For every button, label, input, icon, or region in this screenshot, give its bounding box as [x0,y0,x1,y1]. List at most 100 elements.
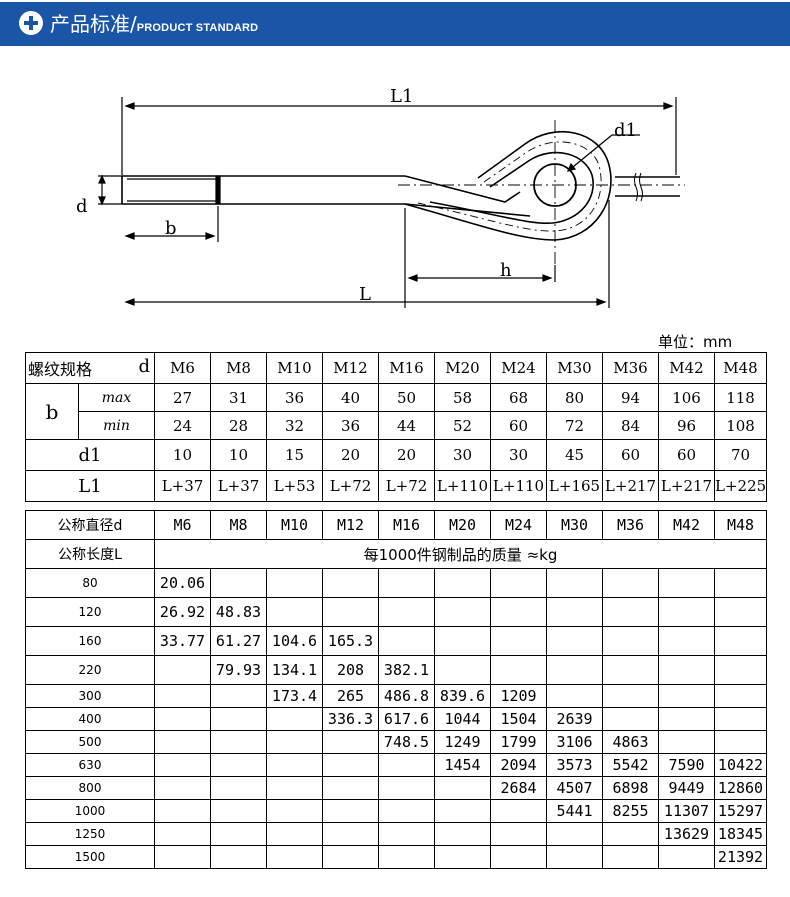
mass-cell: 20.06 [154,568,211,598]
mass-cell [154,753,211,777]
length-cell: 630 [25,753,155,777]
size-cell: M12 [322,352,380,384]
b-label: b [25,383,79,440]
mass-cell [490,655,547,685]
size-cell: M30 [546,510,603,540]
d1-cell: 70 [714,439,768,471]
mass-cell [266,799,323,823]
label-d: d [76,196,88,217]
mass-cell [210,822,267,846]
mass-cell [658,845,715,869]
mass-cell [658,707,715,731]
mass-cell [434,822,491,846]
b-min-cell: 24 [154,411,212,440]
mass-cell: 26.92 [154,597,211,627]
mass-cell [602,568,659,598]
size-cell: M8 [210,510,267,540]
mass-cell [602,684,659,708]
mass-cell [266,753,323,777]
mass-cell [714,730,767,754]
mass-cell [546,568,603,598]
mass-cell: 5441 [546,799,603,823]
mass-cell: 13629 [658,822,715,846]
b-max-cell: 27 [154,383,212,412]
d1-cell: 60 [658,439,716,471]
d1-cell: 20 [378,439,436,471]
mass-cell: 748.5 [378,730,435,754]
b-min-cell: 96 [658,411,716,440]
spec-row-d1: d1 10 10 15 20 20 30 30 45 60 60 70 [24,439,768,471]
mass-cell: 1249 [434,730,491,754]
mass-cell [322,568,379,598]
length-cell: 1000 [25,799,155,823]
mass-cell: 15297 [714,799,767,823]
mass-cell: 486.8 [378,684,435,708]
b-max-cell: 94 [602,383,660,412]
size-cell: M16 [378,510,435,540]
b-min-cell: 84 [602,411,660,440]
mass-cell [658,597,715,627]
mass-cell [714,707,767,731]
size-cell: M24 [490,352,548,384]
mass-cell [322,753,379,777]
label-L1: L1 [390,86,413,107]
mass-cell: 165.3 [322,626,379,656]
mass-cell [322,822,379,846]
label-h: h [500,260,512,281]
mass-cell [546,822,603,846]
L1-cell: L+72 [322,470,380,502]
L1-cell: L+37 [154,470,212,502]
mass-cell [434,845,491,869]
L1-cell: L+110 [434,470,492,502]
mass-cell [154,684,211,708]
label-b: b [165,218,177,239]
length-cell: 120 [25,597,155,627]
mass-cell [154,799,211,823]
mass-cell [658,655,715,685]
d1-cell: 60 [602,439,660,471]
mass-cell: 2639 [546,707,603,731]
length-cell: 500 [25,730,155,754]
L1-cell: L+217 [658,470,716,502]
mass-cell [210,684,267,708]
nominal-diameter-label: 公称直径d [25,510,155,540]
spec-row-b-max: b max 27 31 36 40 50 58 68 80 94 106 118 [25,383,768,440]
plus-circle-icon [19,11,43,35]
mass-cell [266,776,323,800]
mass-cell: 79.93 [210,655,267,685]
d1-cell: 15 [266,439,324,471]
b-min-cell: 52 [434,411,492,440]
mass-cell [714,684,767,708]
mass-cell [490,822,547,846]
mass-cell [490,597,547,627]
b-max-cell: 40 [322,383,380,412]
mass-cell: 48.83 [210,597,267,627]
section-title: 产品标准/PRODUCT STANDARD [50,10,258,42]
mass-cell [602,845,659,869]
mass-cell [434,776,491,800]
size-cell: M30 [546,352,604,384]
length-cell: 1250 [25,822,155,846]
b-max-cell: 68 [490,383,548,412]
size-cell: M10 [266,510,323,540]
mass-cell: 12860 [714,776,767,800]
size-cell: M16 [378,352,436,384]
d1-cell: 30 [434,439,492,471]
size-cell: M20 [434,352,492,384]
mass-cell: 11307 [658,799,715,823]
eye-bolt-drawing: L1 d1 d b h L [76,86,685,308]
L1-cell: L+165 [546,470,604,502]
mass-cell: 173.4 [266,684,323,708]
L1-cell: L+72 [378,470,436,502]
mass-cell [714,655,767,685]
mass-cell: 265 [322,684,379,708]
mass-cell [546,655,603,685]
